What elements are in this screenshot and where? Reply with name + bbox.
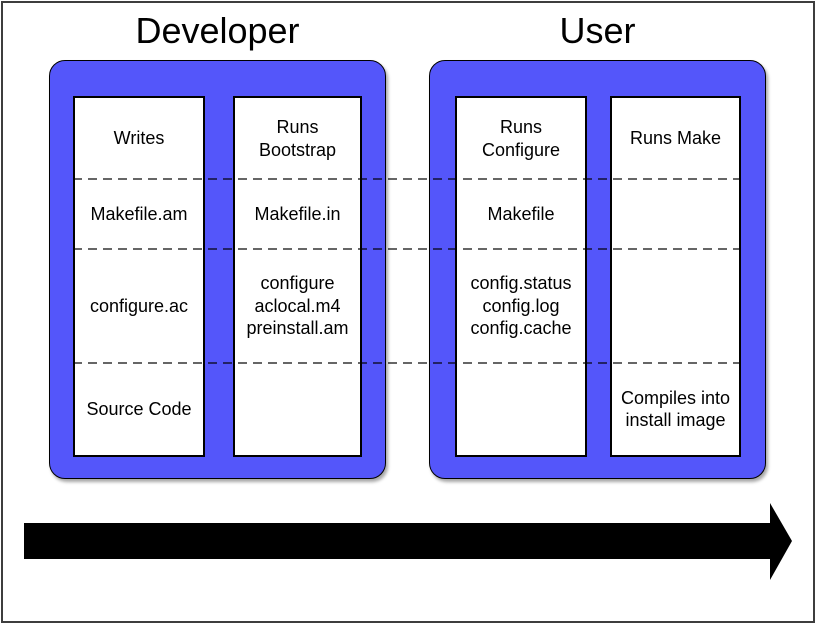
stage-separator-line-3 — [73, 362, 741, 364]
user-configure-column: Runs Configure Makefile config.status co… — [455, 96, 587, 457]
stage-separator-line-1 — [73, 178, 741, 180]
cell-configure-aclocal-preinstall: configure aclocal.m4 preinstall.am — [246, 273, 349, 339]
cell-configure-ac: configure.ac — [89, 295, 189, 316]
stage-separator-line-2 — [73, 248, 741, 250]
developer-writes-column: Writes Makefile.am configure.ac Source C… — [73, 96, 205, 457]
user-title: User — [559, 10, 636, 51]
developer-bootstrap-column: Runs Bootstrap Makefile.in configure acl… — [233, 96, 362, 457]
cell-runs-make: Runs Make — [629, 128, 722, 149]
cell-makefile-in: Makefile.in — [254, 203, 341, 224]
cell-runs-configure: Runs Configure — [481, 117, 561, 160]
cell-makefile-am: Makefile.am — [90, 203, 188, 224]
cell-source-code: Source Code — [86, 398, 192, 419]
flow-right-arrow-icon — [24, 503, 792, 580]
cell-runs-bootstrap: Runs Bootstrap — [258, 117, 337, 160]
cell-writes: Writes — [113, 128, 165, 149]
developer-title: Developer — [135, 10, 300, 51]
cell-empty — [612, 249, 739, 363]
cell-empty — [612, 179, 739, 249]
cell-empty — [457, 363, 585, 455]
cell-compiles-install-image: Compiles into install image — [620, 387, 731, 431]
cell-makefile: Makefile — [487, 203, 555, 224]
user-make-column: Runs Make Compiles into install image — [610, 96, 741, 457]
cell-empty — [235, 363, 360, 455]
cell-config-outputs: config.status config.log config.cache — [470, 273, 572, 339]
